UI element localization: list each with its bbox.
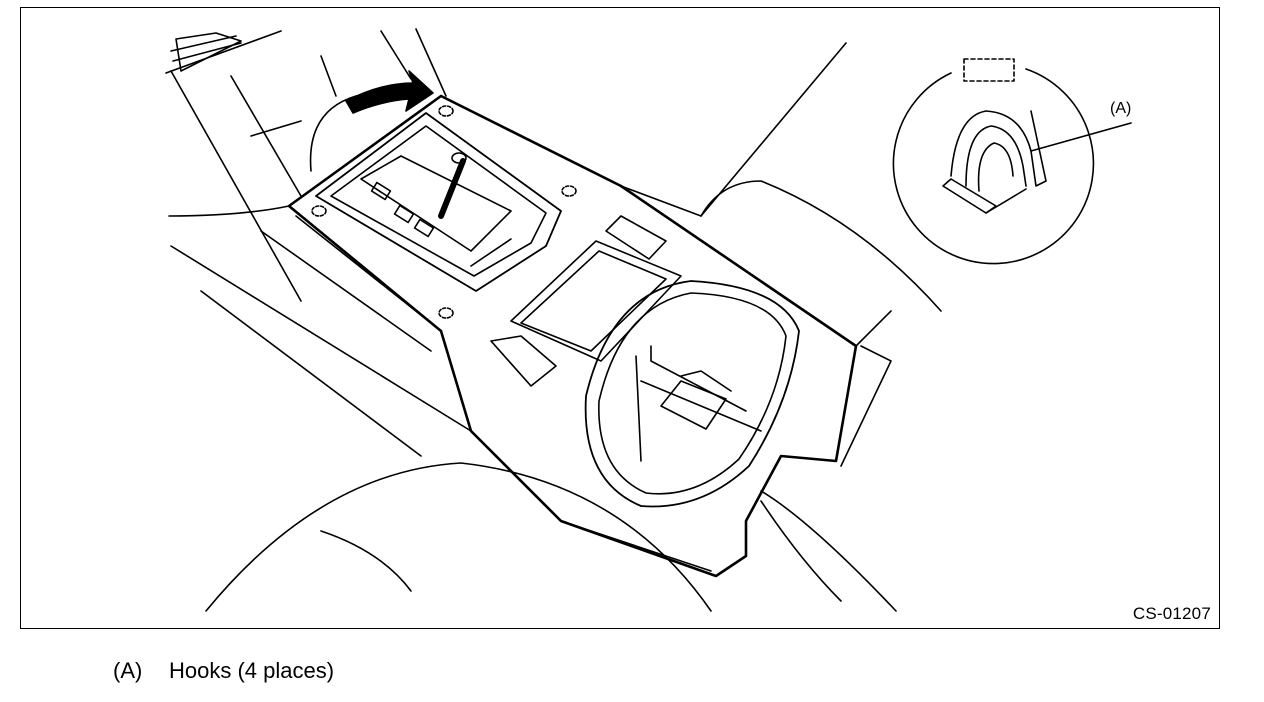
figure-frame: CS-01207 [20,7,1220,629]
legend: (A) Hooks (4 places) [113,658,334,684]
legend-text: Hooks (4 places) [169,658,335,683]
shifter-bezel [315,112,562,292]
detail-circle [892,58,1132,265]
callout-label-a: (A) [1110,100,1132,117]
hook-markers [311,105,577,319]
figure-code: CS-01207 [1132,604,1211,623]
seat-outline [168,205,897,612]
removal-arrow [309,70,434,172]
armrest [700,42,942,467]
dashboard-outline [165,28,447,302]
cup-holder [584,280,800,508]
console-panel [287,94,858,578]
storage-tray [490,215,682,387]
legend-key: (A) [113,658,143,683]
hook-clip-detail [942,110,1132,214]
console-illustration [165,28,1132,612]
